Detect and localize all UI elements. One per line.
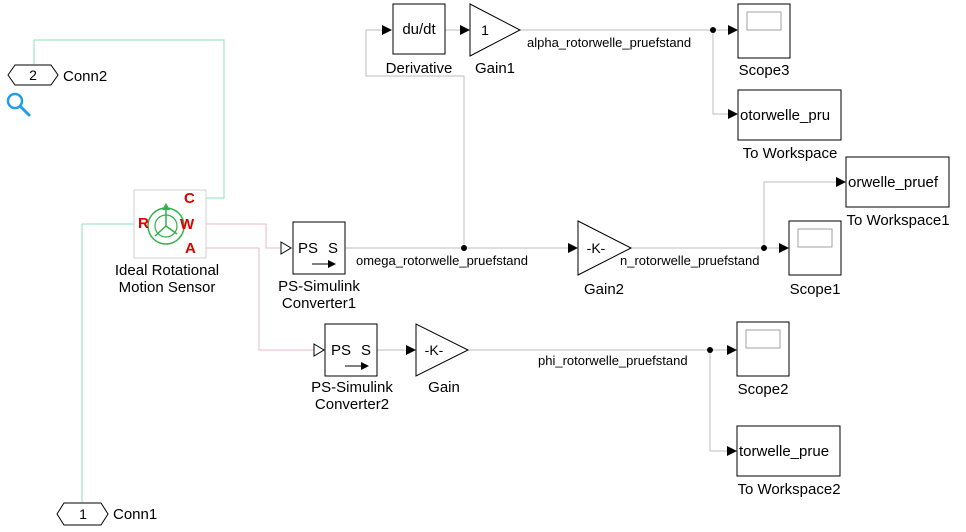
to-workspace-block-name: To Workspace bbox=[743, 145, 838, 162]
sensor-port-w: W bbox=[180, 216, 195, 233]
conn1-port-name: Conn1 bbox=[113, 506, 157, 523]
derivative-block-name: Derivative bbox=[386, 60, 453, 77]
arrow-into-scope1 bbox=[779, 243, 789, 253]
scope2-block[interactable] bbox=[736, 321, 790, 377]
derivative-block-text: du/dt bbox=[402, 21, 436, 38]
gain-block-name: Gain bbox=[428, 379, 460, 396]
gain2-block-text: -K- bbox=[587, 240, 606, 256]
conn1-port-number: 1 bbox=[79, 506, 87, 522]
rotational-sensor-icon bbox=[147, 203, 185, 245]
to-workspace2-block-text: torwelle_prue bbox=[739, 443, 829, 460]
conn2-port-name: Conn2 bbox=[63, 68, 107, 85]
signal-line-phi-branch[interactable] bbox=[709, 350, 727, 452]
arrow-into-to-workspace2 bbox=[727, 446, 737, 456]
search-icon[interactable] bbox=[6, 92, 31, 117]
physical-line-w-to-psconv1[interactable] bbox=[206, 223, 280, 249]
branch-point-phi bbox=[707, 347, 713, 353]
signal-label-phi: phi_rotorwelle_pruefstand bbox=[538, 353, 688, 368]
to-workspace-block[interactable]: otorwelle_pru bbox=[737, 89, 842, 141]
sensor-name-line1: Ideal Rotational bbox=[115, 262, 219, 279]
ps-converter1-ps-text: PS bbox=[298, 240, 318, 257]
arrow-into-gain2 bbox=[568, 243, 578, 253]
signal-label-omega: omega_rotorwelle_pruefstand bbox=[356, 253, 528, 268]
to-workspace-block-text: otorwelle_pru bbox=[740, 107, 830, 124]
ps-simulink-converter2-block[interactable]: PS S bbox=[313, 323, 378, 377]
conn1-port-block[interactable]: 1 bbox=[56, 502, 109, 526]
to-workspace2-block-name: To Workspace2 bbox=[737, 481, 840, 498]
conn2-port-block[interactable]: 2 bbox=[7, 64, 59, 86]
ps-converter2-ps-text: PS bbox=[331, 342, 351, 359]
conn2-port-number: 2 bbox=[29, 67, 37, 83]
physical-line-conn2-to-c[interactable] bbox=[33, 39, 225, 199]
signal-line-n-branch[interactable] bbox=[763, 181, 836, 248]
ps-converter2-input-port-icon bbox=[313, 343, 325, 357]
scope3-block-name: Scope3 bbox=[739, 62, 790, 79]
scope2-screen bbox=[745, 329, 781, 349]
ps-converter2-arrow-head bbox=[361, 362, 369, 370]
branch-point-n bbox=[761, 245, 767, 251]
gain1-block-name: Gain1 bbox=[475, 60, 515, 77]
scope3-block[interactable] bbox=[737, 3, 791, 59]
gain-block[interactable]: -K- bbox=[415, 323, 470, 377]
scope3-screen bbox=[746, 11, 782, 31]
sensor-port-c: C bbox=[184, 190, 195, 207]
physical-line-conn1-to-r[interactable] bbox=[81, 223, 134, 502]
physical-line-a-to-psconv2[interactable] bbox=[206, 247, 314, 351]
gain-block-text: -K- bbox=[425, 342, 444, 358]
ps-converter1-name-line2: Converter1 bbox=[282, 295, 356, 312]
gain2-block[interactable]: -K- bbox=[577, 220, 633, 276]
ps-converter2-s-text: S bbox=[361, 342, 371, 359]
scope1-block-name: Scope1 bbox=[790, 281, 841, 298]
gain2-block-name: Gain2 bbox=[584, 281, 624, 298]
signal-line-omega-to-derivative[interactable] bbox=[365, 29, 465, 248]
scope1-block[interactable] bbox=[788, 220, 842, 276]
arrow-into-gain1 bbox=[460, 25, 470, 35]
sensor-name-line2: Motion Sensor bbox=[119, 279, 216, 296]
ps-converter2-name-line1: PS-Simulink bbox=[311, 379, 393, 396]
arrow-into-derivative bbox=[382, 25, 392, 35]
to-workspace1-block-name: To Workspace1 bbox=[846, 212, 949, 229]
arrow-into-to-workspace bbox=[728, 109, 738, 119]
ps-converter1-input-port-icon bbox=[280, 241, 292, 255]
branch-point-omega bbox=[461, 245, 467, 251]
signal-label-n: n_rotorwelle_pruefstand bbox=[620, 253, 759, 268]
ps-converter1-name-line1: PS-Simulink bbox=[278, 278, 360, 295]
scope1-screen bbox=[797, 228, 833, 248]
branch-point-alpha bbox=[710, 27, 716, 33]
signal-line-alpha-branch[interactable] bbox=[712, 30, 728, 115]
ideal-rotational-motion-sensor-block[interactable]: C R W A bbox=[133, 189, 207, 259]
scope2-block-name: Scope2 bbox=[738, 381, 789, 398]
arrow-into-gain bbox=[406, 345, 416, 355]
sensor-port-r: R bbox=[138, 215, 149, 232]
to-workspace1-block[interactable]: orwelle_pruef bbox=[845, 156, 950, 208]
arrow-into-scope2 bbox=[727, 345, 737, 355]
gain1-block[interactable]: 1 bbox=[469, 3, 522, 57]
arrow-into-scope3 bbox=[728, 25, 738, 35]
ps-converter2-name-line2: Converter2 bbox=[315, 396, 389, 413]
arrow-into-to-workspace1 bbox=[836, 177, 846, 187]
gain1-block-text: 1 bbox=[481, 22, 489, 38]
derivative-block[interactable]: du/dt bbox=[392, 3, 446, 55]
to-workspace2-block[interactable]: torwelle_prue bbox=[736, 425, 841, 477]
signal-label-alpha: alpha_rotorwelle_pruefstand bbox=[527, 35, 691, 50]
ps-converter1-s-text: S bbox=[328, 240, 338, 257]
to-workspace1-block-text: orwelle_pruef bbox=[848, 174, 939, 191]
sensor-port-a: A bbox=[185, 240, 196, 257]
ps-simulink-converter1-block[interactable]: PS S bbox=[280, 221, 346, 275]
ps-converter1-arrow-head bbox=[328, 260, 336, 268]
